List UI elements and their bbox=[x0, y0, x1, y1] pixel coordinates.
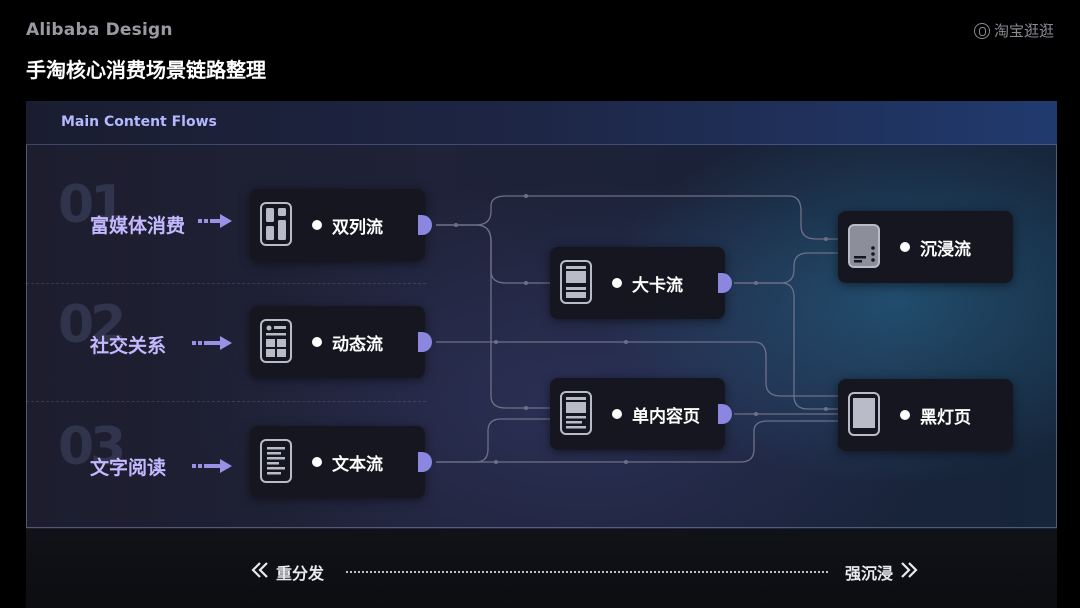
node-wenben[interactable]: 文本流 bbox=[250, 426, 432, 498]
node-daka[interactable]: 大卡流 bbox=[550, 247, 732, 319]
dark-page-icon bbox=[848, 392, 880, 436]
panel-label: Main Content Flows bbox=[61, 114, 217, 130]
node-label: 沉浸流 bbox=[920, 240, 971, 260]
double-chevron-left-icon bbox=[251, 562, 268, 578]
spectrum-dotted-line bbox=[346, 571, 828, 573]
row-number: 01 bbox=[58, 175, 126, 235]
node-label: 单内容页 bbox=[632, 407, 700, 427]
bullet-dot bbox=[900, 242, 910, 252]
row-number: 03 bbox=[58, 417, 126, 477]
node-shuanglie[interactable]: 双列流 bbox=[250, 189, 432, 261]
node-label: 大卡流 bbox=[632, 276, 683, 296]
logo-text: 淘宝逛逛 bbox=[993, 22, 1054, 40]
output-port bbox=[418, 332, 432, 352]
line-wenben-heideng bbox=[436, 420, 838, 463]
bullet-dot bbox=[312, 337, 322, 347]
line-shuanglie-danneirong bbox=[436, 224, 551, 409]
node-chenjin[interactable]: 沉浸流 bbox=[838, 211, 1013, 283]
taobao-guangguang-logo-icon bbox=[973, 22, 990, 39]
double-chevron-right-icon bbox=[901, 562, 918, 578]
immersive-icon bbox=[848, 224, 880, 268]
output-port bbox=[718, 273, 732, 293]
page-title: 手淘核心消费场景链路整理 bbox=[26, 58, 266, 82]
flow-connections bbox=[436, 194, 838, 464]
bullet-dot bbox=[612, 278, 622, 288]
row-number: 02 bbox=[58, 295, 126, 355]
bullet-dot bbox=[900, 410, 910, 420]
bullet-dot bbox=[312, 457, 322, 467]
grid-layout-icon bbox=[260, 202, 292, 246]
category-label: 富媒体消费 bbox=[90, 215, 186, 237]
taobao-logo: 淘宝逛逛 bbox=[973, 20, 1054, 41]
text-layout-icon bbox=[260, 439, 292, 483]
output-port bbox=[418, 452, 432, 472]
output-port bbox=[718, 404, 732, 424]
line-shuanglie-chenjin bbox=[436, 195, 838, 240]
feed-layout-icon bbox=[260, 319, 292, 363]
bullet-dot bbox=[312, 220, 322, 230]
node-heideng[interactable]: 黑灯页 bbox=[838, 379, 1013, 451]
single-content-icon bbox=[560, 391, 592, 435]
arrow-right-icon bbox=[198, 214, 232, 228]
flow-area bbox=[26, 145, 1057, 528]
node-danneirong[interactable]: 单内容页 bbox=[550, 378, 732, 450]
node-label: 文本流 bbox=[332, 455, 383, 475]
node-label: 动态流 bbox=[332, 335, 383, 355]
flow-panel: Main Content Flows 01 富媒体消费 bbox=[26, 101, 1057, 608]
immersion-label: 强沉浸 bbox=[845, 564, 894, 583]
line-wenben-danneirong bbox=[436, 418, 551, 463]
row-divider bbox=[26, 283, 426, 284]
category-label: 文字阅读 bbox=[90, 457, 167, 479]
arrow-right-icon bbox=[192, 459, 232, 473]
category-label: 社交关系 bbox=[90, 335, 167, 357]
panel-header: Main Content Flows bbox=[26, 101, 1057, 145]
line-daka-heideng bbox=[734, 282, 838, 410]
arrow-right-icon bbox=[192, 336, 232, 350]
node-label: 双列流 bbox=[332, 218, 383, 238]
node-label: 黑灯页 bbox=[920, 408, 971, 428]
node-dongtai[interactable]: 动态流 bbox=[250, 306, 432, 378]
brand-name: Alibaba Design bbox=[26, 20, 173, 40]
output-port bbox=[418, 215, 432, 235]
row-divider bbox=[26, 401, 426, 402]
spectrum-bar bbox=[26, 529, 1057, 608]
line-daka-chenjin bbox=[734, 252, 838, 284]
line-shuanglie-daka bbox=[436, 224, 551, 284]
big-card-icon bbox=[560, 260, 592, 304]
bullet-dot bbox=[612, 409, 622, 419]
line-dongtai-heideng bbox=[436, 341, 838, 397]
distribution-label: 重分发 bbox=[276, 564, 325, 583]
